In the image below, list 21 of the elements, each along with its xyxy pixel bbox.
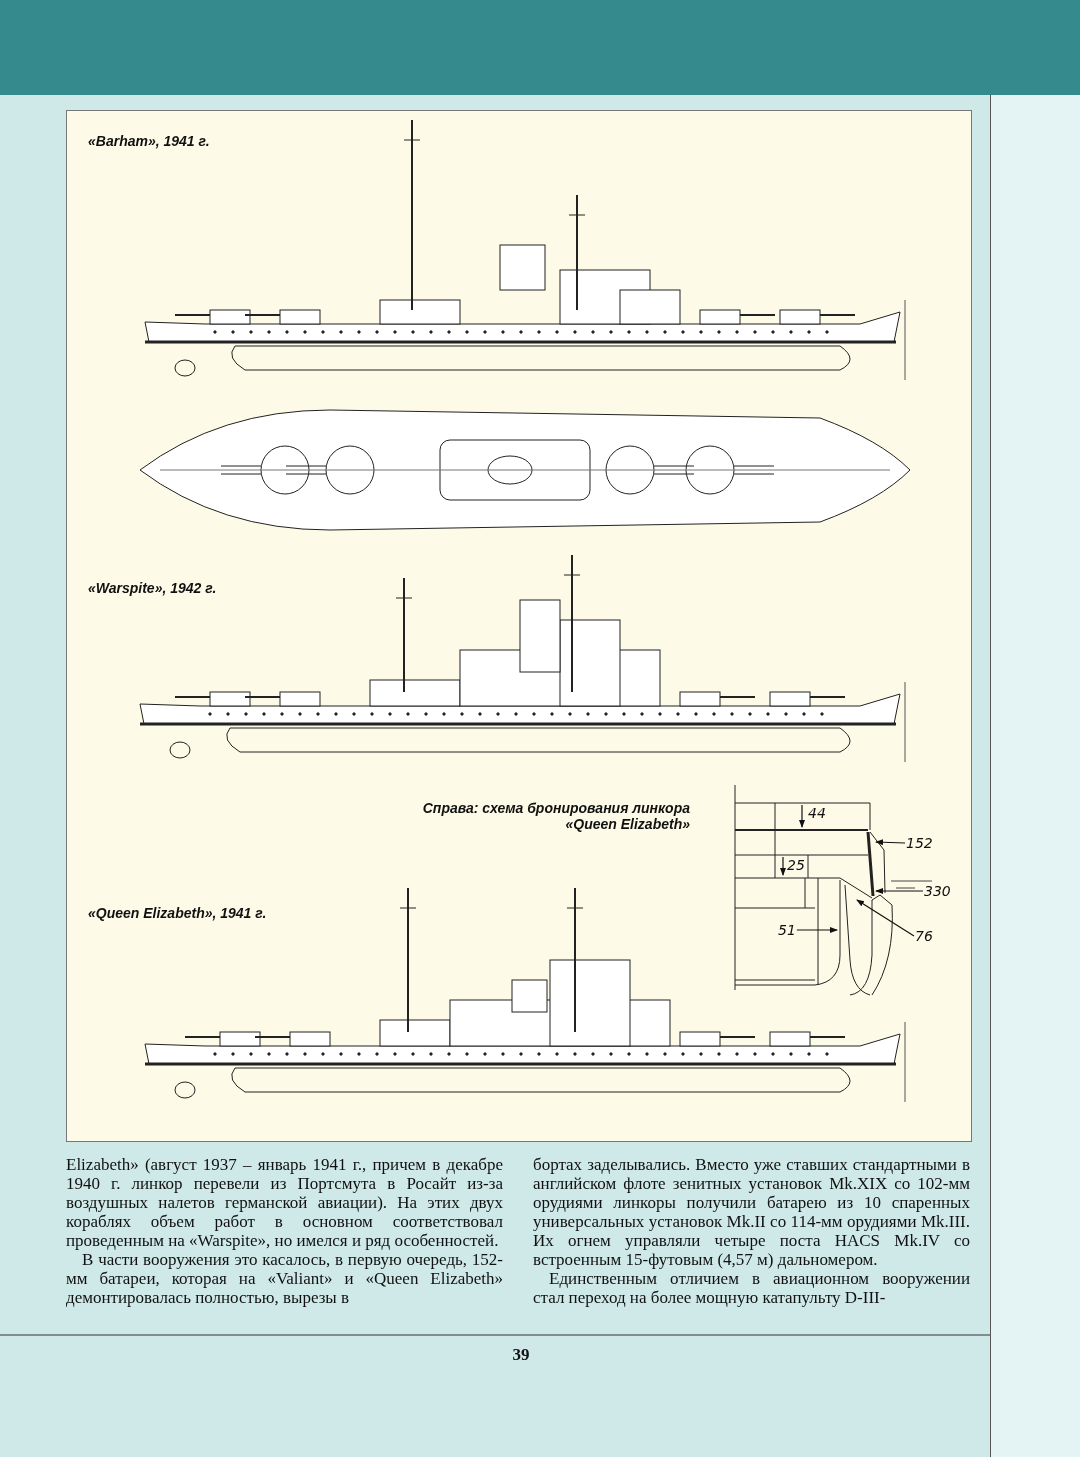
- callout-number: 44: [808, 805, 826, 821]
- leader-arrow: [875, 839, 906, 846]
- callout-number: 330: [924, 883, 951, 899]
- leader-arrow: [856, 899, 915, 937]
- leader-arrow: [799, 804, 805, 828]
- callout-number: 76: [915, 928, 933, 944]
- leader-arrow: [780, 856, 786, 876]
- drawing-caption: «Queen Elizabeth», 1941 г.: [88, 905, 268, 921]
- leader-arrow: [875, 888, 924, 894]
- drawing-caption: «Barham», 1941 г.: [88, 133, 211, 149]
- leader-arrow: [796, 927, 838, 933]
- callout-number: 51: [778, 922, 796, 938]
- body-paragraph: бортах заделывались. Вместо уже ставших стандартными в английском флоте зенитных установок Mk.XIX со 102-мм орудиями линкоры получили батарею из 10 спаренных универсальных установок Mk.II со 114-мм орудиями Mk.III. Их огнем управляли четыре поста HACS Mk.IV со встроенным 15-футовым (4,57 м) дальномером.: [533, 1155, 970, 1269]
- drawing-caption: Справа: схема бронирования линкора «Queen Elizabeth»: [421, 800, 690, 832]
- page-number: 39: [511, 1345, 531, 1364]
- drawing-caption: «Warspite», 1942 г.: [88, 580, 218, 596]
- callout-number: 152: [906, 835, 933, 851]
- body-paragraph: Единственным отличием в авиационном вооружении стал переход на более мощную катапульту D-III-: [533, 1269, 970, 1307]
- callout-number: 25: [787, 857, 805, 873]
- body-paragraph: В части вооружения это касалось, в первую очередь, 152-мм батареи, которая на «Valiant» и «Queen Elizabeth» демонтировалась полностью, вырезы в: [66, 1250, 503, 1307]
- body-paragraph: Elizabeth» (август 1937 – январь 1941 г., причем в декабре 1940 г. линкор перевели из Портсмута в Росайт из-за воздушных налетов германской авиации). На этих двух кораблях объем работ в основном соответствовал проведенным на «Warspite», но имелся и ряд особенностей.: [66, 1155, 503, 1250]
